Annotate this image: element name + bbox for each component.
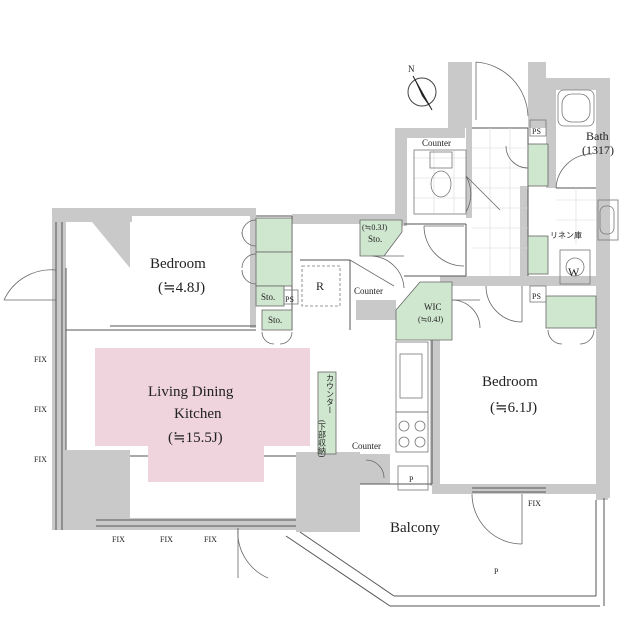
ldk-label-line1: Living Dining xyxy=(148,384,234,400)
ps-a-label: PS xyxy=(285,295,294,304)
fridge-label: R xyxy=(316,279,324,293)
sto-a-label: Sto. xyxy=(261,292,275,302)
washer-label: W xyxy=(568,265,580,279)
ps-b-label: PS xyxy=(532,127,541,136)
p-balcony-label: P xyxy=(494,567,499,576)
ldk-label-line2: Kitchen xyxy=(174,406,222,422)
counter-jp-label: カウンター xyxy=(326,374,335,414)
counter-kitchen-label: Counter xyxy=(352,441,381,451)
storage-doors xyxy=(241,219,595,345)
bedroom-left-size: (≒4.8J) xyxy=(158,280,205,296)
balcony-label: Balcony xyxy=(390,520,440,536)
fix-label-5: FIX xyxy=(160,535,173,544)
fix-label-6: FIX xyxy=(204,535,217,544)
tile-grid xyxy=(414,128,596,276)
sto-small-size: (≒0.3J) xyxy=(362,223,387,232)
sto-b-label: Sto. xyxy=(268,315,282,325)
north-compass: N xyxy=(407,64,437,111)
bedroom-right-label: Bedroom xyxy=(482,374,538,390)
fix-label-2: FIX xyxy=(34,405,47,414)
bedroom-right-size: (≒6.1J) xyxy=(490,400,537,416)
ldk-size: (≒15.5J) xyxy=(168,430,223,446)
linen-label: リネン庫 xyxy=(550,230,582,240)
sto-small-label: Sto. xyxy=(368,234,382,244)
bath-label: Bath xyxy=(586,129,609,143)
walls xyxy=(52,62,610,532)
doors xyxy=(3,61,593,579)
storage-units xyxy=(255,143,597,455)
p-label: P xyxy=(409,475,414,484)
fix-label-7: FIX xyxy=(528,499,541,508)
fix-label-1: FIX xyxy=(34,355,47,364)
counter-toilet-label: Counter xyxy=(422,138,451,148)
fixtures xyxy=(283,89,619,491)
bath-size: (1317) xyxy=(582,143,614,157)
wic-size: (≒0.4J) xyxy=(418,315,443,324)
bedroom-left-label: Bedroom xyxy=(150,256,206,272)
fix-label-4: FIX xyxy=(112,535,125,544)
ldk-floor-area xyxy=(95,348,310,482)
north-label: N xyxy=(408,64,415,74)
ps-c-label: PS xyxy=(532,292,541,301)
counter-mid-label: Counter xyxy=(354,286,383,296)
fix-label-3: FIX xyxy=(34,455,47,464)
wic-label: WIC xyxy=(424,302,442,312)
counter-jp-sub: (下部収納) xyxy=(318,420,327,458)
room-labels: Bedroom (≒4.8J) Bedroom (≒6.1J) Living D… xyxy=(34,127,614,576)
